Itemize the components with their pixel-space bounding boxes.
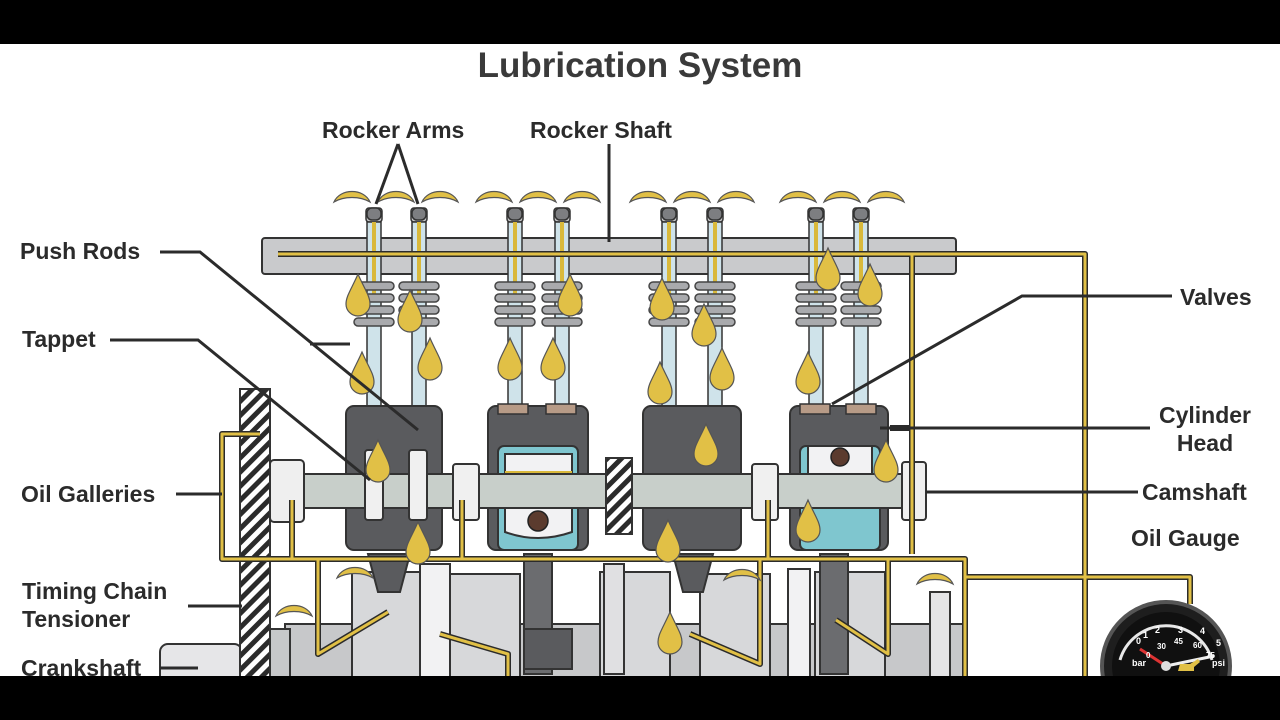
gauge-tick-1: 1 xyxy=(1143,630,1148,640)
label-camshaft: Camshaft xyxy=(1142,479,1247,505)
label-valves: Valves xyxy=(1180,284,1252,310)
gauge-psi-60: 60 xyxy=(1193,641,1202,650)
gauge-tick-4: 4 xyxy=(1200,626,1205,636)
gauge-tick-5: 5 xyxy=(1216,638,1221,648)
engine-illustration: 0 1 2 3 4 5 0 30 45 60 75 bar psi xyxy=(110,143,1232,676)
gauge-unit-bar: bar xyxy=(1132,658,1147,668)
gauge-psi-75: 75 xyxy=(1206,651,1215,660)
gauge-psi-0: 0 xyxy=(1146,651,1151,660)
label-oil-galleries: Oil Galleries xyxy=(21,481,156,507)
gauge-tick-0: 0 xyxy=(1136,636,1141,646)
oil-gauge: 0 1 2 3 4 5 0 30 45 60 75 bar psi xyxy=(1100,600,1232,676)
label-cylinder-head: Cylinder Head xyxy=(1150,401,1260,457)
page-title: Lubrication System xyxy=(477,46,803,85)
leader-lines xyxy=(110,143,1172,670)
label-push-rods: Push Rods xyxy=(20,238,141,264)
label-timing-chain-tensioner: Timing Chain Tensioner xyxy=(22,577,167,633)
label-rocker-shaft: Rocker Shaft xyxy=(530,117,672,143)
gauge-psi-45: 45 xyxy=(1174,637,1183,646)
gauge-tick-2: 2 xyxy=(1155,625,1160,635)
label-tappet: Tappet xyxy=(22,326,96,352)
oil-can-icon xyxy=(1178,659,1200,671)
valve-springs xyxy=(353,281,882,327)
gauge-unit-psi: psi xyxy=(1212,658,1225,668)
label-oil-gauge: Oil Gauge xyxy=(1131,525,1240,551)
label-rocker-arms: Rocker Arms xyxy=(322,117,465,143)
label-crankshaft: Crankshaft xyxy=(21,655,142,676)
diagram-canvas: 0 1 2 3 4 5 0 30 45 60 75 bar psi Lubric… xyxy=(0,44,1280,676)
gauge-psi-30: 30 xyxy=(1157,642,1166,651)
gauge-tick-3: 3 xyxy=(1178,625,1183,635)
label-tensioner: Tensioner xyxy=(22,606,131,632)
engine-block-lower xyxy=(159,553,966,676)
label-cylinder: Cylinder xyxy=(1158,402,1252,428)
label-head: Head xyxy=(1176,430,1234,456)
label-timing-chain: Timing Chain xyxy=(22,578,168,604)
